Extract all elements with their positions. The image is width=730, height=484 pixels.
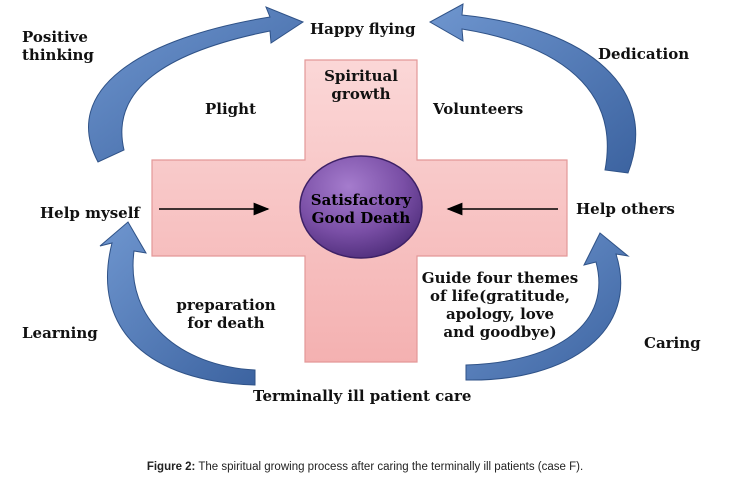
label-help-myself: Help myself [40,204,140,222]
center-oval [299,155,423,259]
label-caring: Caring [644,334,701,352]
label-terminally-ill: Terminally ill patient care [253,387,472,405]
label-center-oval: Satisfactory Good Death [310,191,412,227]
label-learning: Learning [22,324,98,342]
caption-text: The spiritual growing process after cari… [195,461,584,473]
label-positive-thinking: Positive thinking [22,28,94,64]
caption-prefix: Figure 2: [146,461,196,473]
label-preparation: preparation for death [176,296,276,332]
label-plight: Plight [205,100,256,118]
curved-arrow-top-left [88,6,305,163]
label-happy-flying: Happy flying [310,20,416,38]
label-volunteers: Volunteers [433,100,524,118]
label-dedication: Dedication [598,45,690,63]
label-spiritual-growth: Spiritual growth [324,67,398,103]
curved-arrow-bottom-left [99,221,256,386]
label-guide-themes: Guide four themes of life(gratitude, apo… [421,269,579,341]
label-help-others: Help others [576,200,675,218]
figure-caption: Figure 2: The spiritual growing process … [0,461,730,473]
curved-arrow-top-right [428,3,637,174]
curved-arrow-bottom-right [465,232,630,381]
